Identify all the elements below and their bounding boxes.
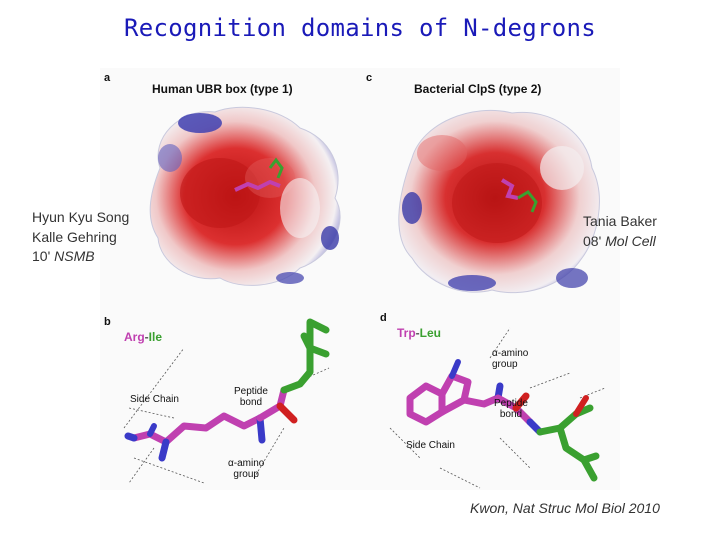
arg-ile-stick-model — [123, 318, 330, 484]
panel-d-peptide-label: Trp-Leu — [397, 326, 442, 340]
ubr-box-surface-image — [149, 106, 341, 286]
panel-c-letter: c — [366, 72, 373, 84]
credit-right-ref: 08' Mol Cell — [583, 232, 656, 249]
citation: Kwon, Nat Struc Mol Biol 2010 — [470, 500, 660, 516]
panel-a-title: Human UBR box (type 1) — [152, 82, 293, 96]
panel-b-letter: b — [104, 316, 111, 328]
credit-right: Tania Baker 08' Mol Cell — [583, 212, 657, 251]
panel-d-side-chain-label: Side Chain — [406, 440, 455, 451]
credit-left-name-1: Hyun Kyu Song — [32, 209, 130, 225]
credit-left: Hyun Kyu Song Kalle Gehring 10' NSMB — [32, 208, 129, 267]
credit-left-name-2: Kalle Gehring — [32, 228, 117, 245]
panel-b-side-chain-label: Side Chain — [130, 394, 179, 405]
clps-surface-image — [398, 109, 600, 294]
slide-title: Recognition domains of N-degrons — [124, 14, 596, 42]
figure-panels: a Human UBR box (type 1) c Bacterial Clp… — [100, 68, 620, 490]
credit-left-ref: 10' NSMB — [32, 248, 95, 264]
panel-d-letter: d — [380, 312, 387, 324]
panel-a-letter: a — [104, 72, 111, 84]
trp-leu-stick-model — [389, 327, 606, 489]
panel-b-peptide-label: Arg-Ile — [124, 330, 163, 344]
credit-right-name-1: Tania Baker — [583, 213, 657, 229]
panel-c-title: Bacterial ClpS (type 2) — [414, 82, 542, 96]
